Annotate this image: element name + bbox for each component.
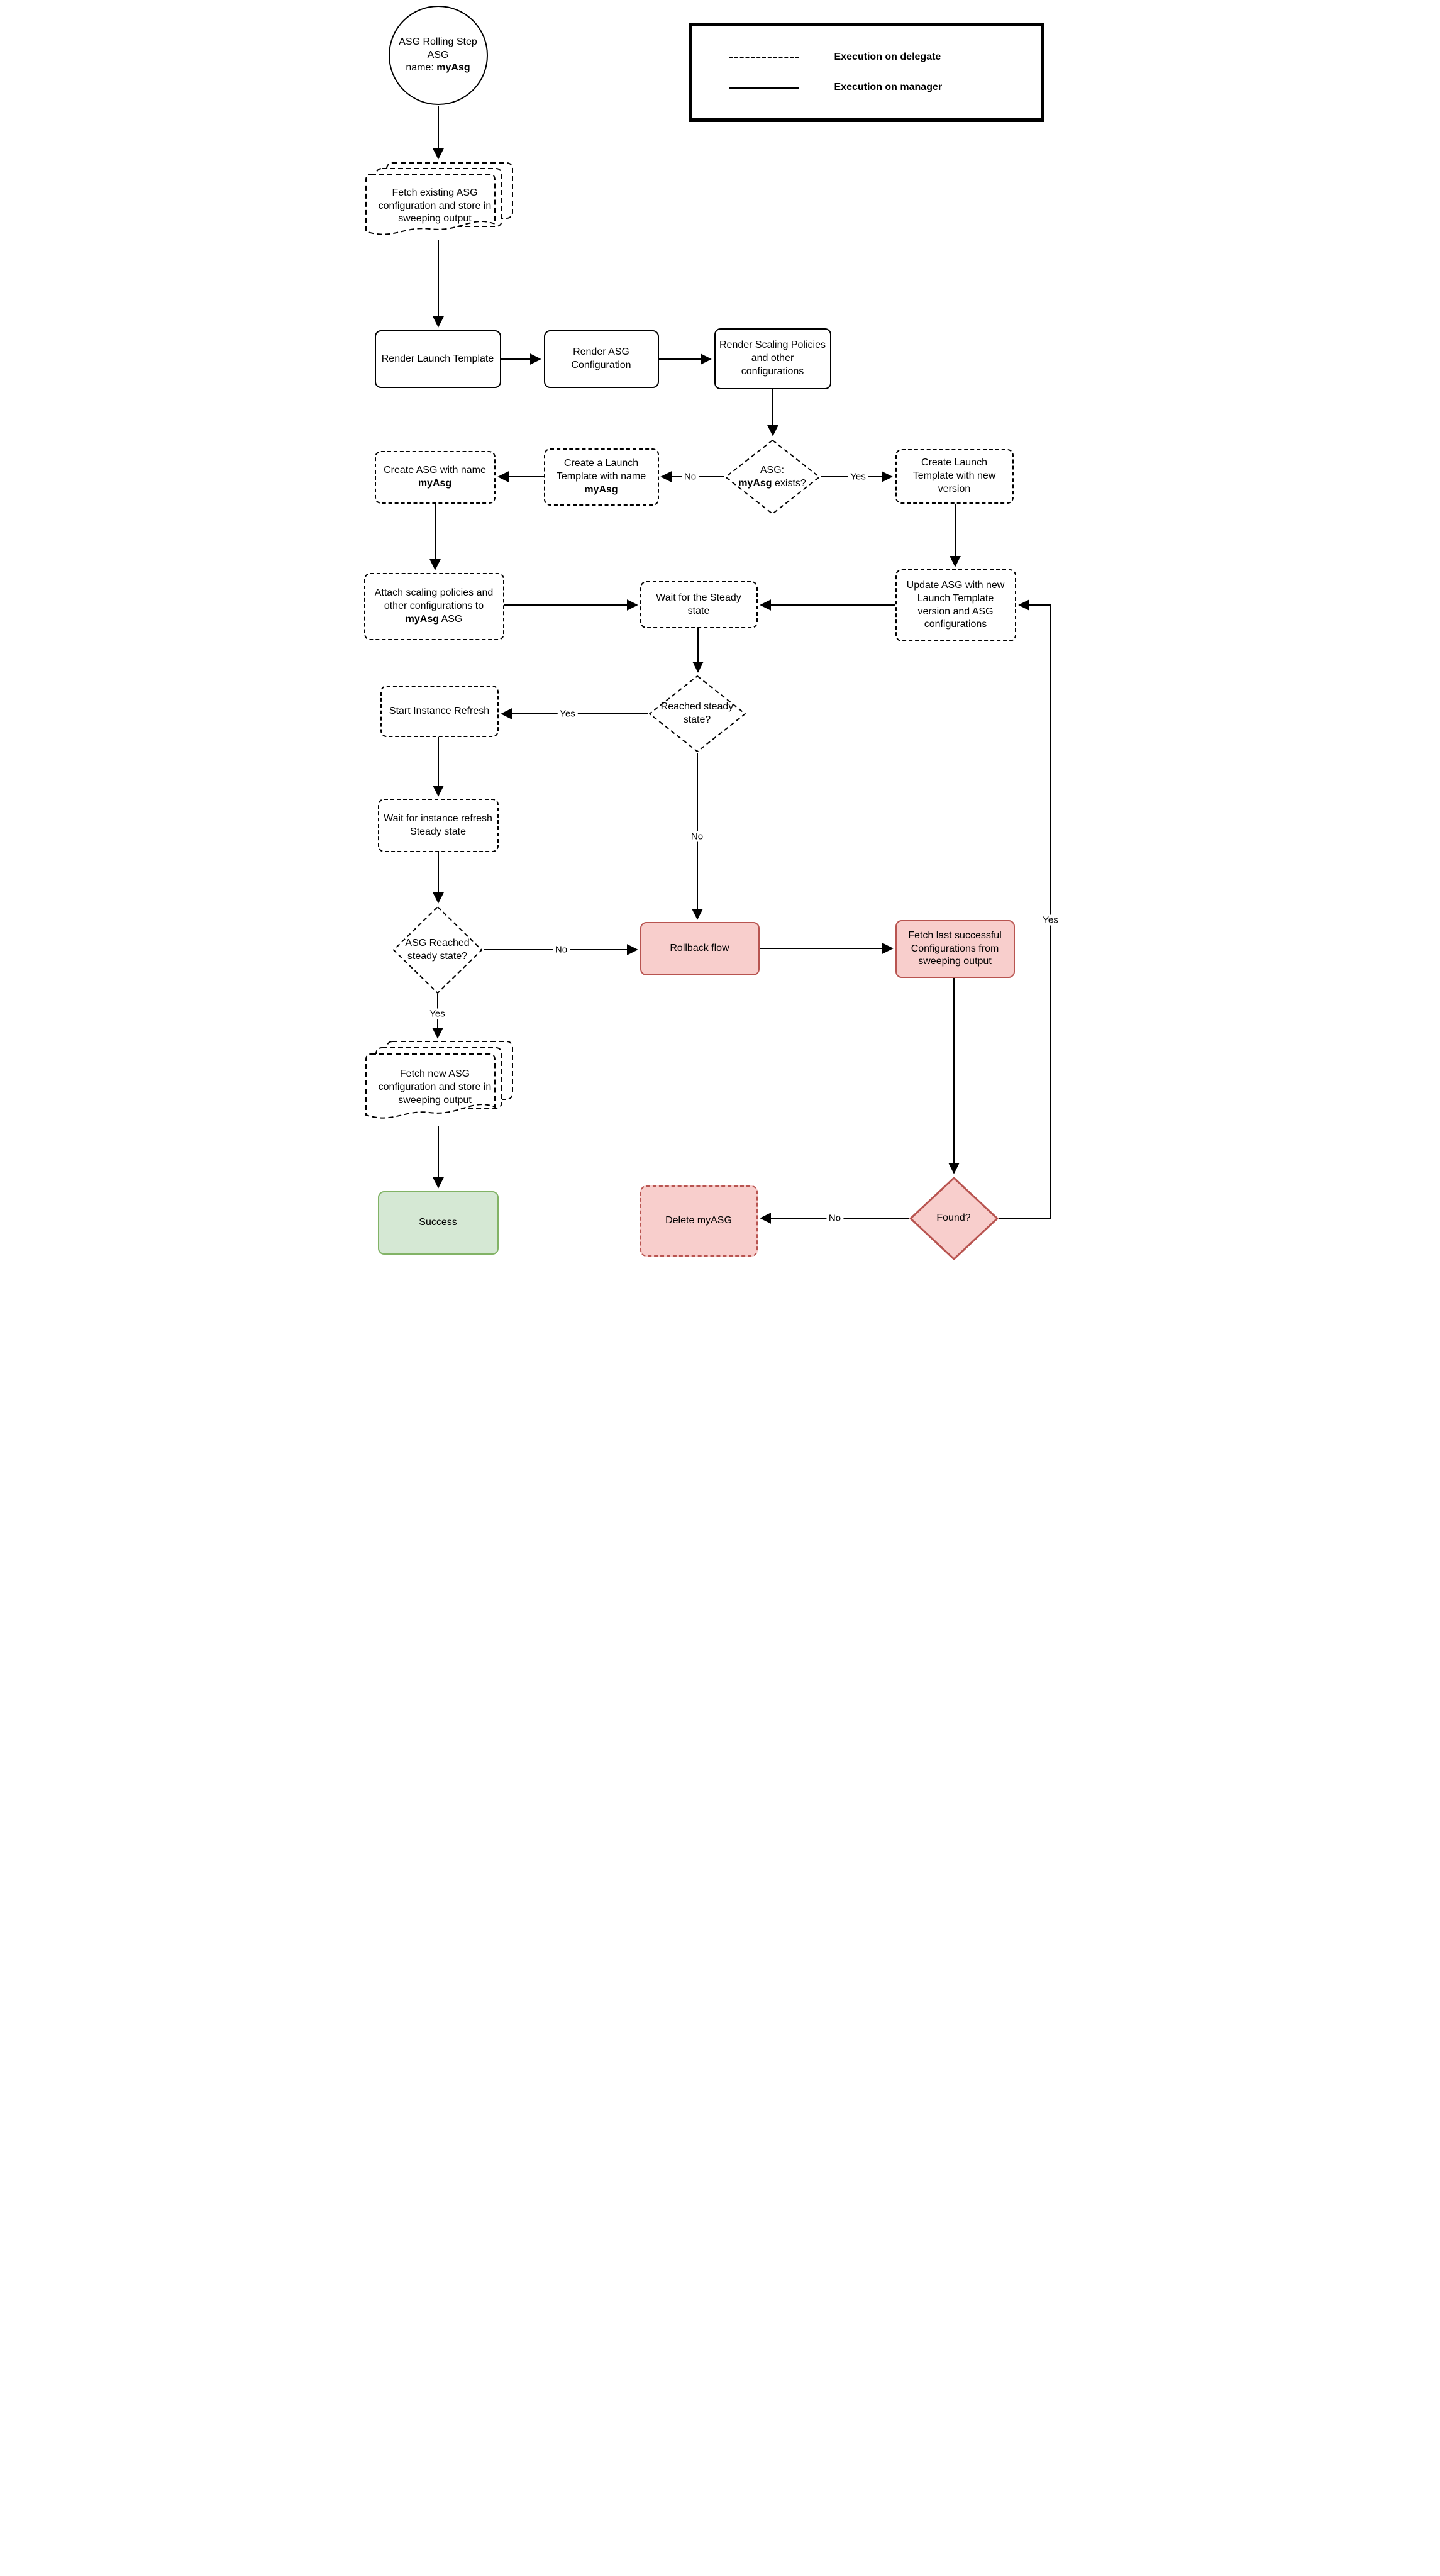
node-start: ASG Rolling Step ASG name: myAsg — [388, 6, 488, 105]
node-fetch-last-successful-label: Fetch last successful Configurations fro… — [908, 930, 1002, 967]
diamond-shape — [724, 440, 820, 514]
create-asg-prefix: Create ASG with name — [384, 465, 486, 476]
node-rollback-flow-label: Rollback flow — [670, 943, 729, 954]
node-success-label: Success — [419, 1217, 457, 1228]
node-render-launch-template-label: Render Launch Template — [381, 353, 494, 364]
node-start-label: ASG Rolling Step ASG name: myAsg — [399, 36, 477, 75]
legend-row-delegate: Execution on delegate — [728, 52, 1041, 63]
node-render-scaling: Render Scaling Policies and other config… — [714, 328, 831, 389]
node-create-asg-label: Create ASG with name myAsg — [380, 464, 490, 491]
edge-label-found-yes: Yes — [1040, 914, 1061, 926]
diamond-shape — [392, 906, 482, 994]
node-wait-instance-refresh-label: Wait for instance refresh Steady state — [384, 813, 492, 837]
node-delete-myasg-label: Delete myASG — [665, 1215, 732, 1226]
legend-delegate-label: Execution on delegate — [834, 52, 941, 62]
node-render-asg-config: Render ASG Configuration — [543, 330, 659, 388]
edge-label-reached-yes: Yes — [557, 708, 578, 719]
document-stack-shape — [365, 162, 513, 235]
node-create-launch-template-myasg: Create a Launch Template with name myAsg — [543, 448, 659, 506]
node-fetch-new-label: Fetch new ASG configuration and store in… — [378, 1069, 492, 1106]
document-stack-shape — [365, 1041, 513, 1119]
flowchart-canvas: ASG Rolling Step ASG name: myAsg Executi… — [360, 0, 1080, 1288]
node-reached-steady-label: Reached steady state? — [660, 701, 734, 725]
dashed-line-sample — [728, 56, 799, 58]
node-start-instance-refresh: Start Instance Refresh — [380, 686, 499, 737]
node-create-launch-template-new: Create Launch Template with new version — [895, 449, 1014, 504]
create-lt-prefix: Create a Launch Template with name — [556, 458, 646, 482]
node-fetch-existing-label: Fetch existing ASG configuration and sto… — [378, 187, 492, 225]
asg-exists-bold: myAsg — [738, 477, 772, 489]
node-create-launch-template-myasg-label: Create a Launch Template with name myAsg — [549, 457, 654, 496]
create-asg-bold: myAsg — [418, 478, 452, 489]
edge-label-found-no: No — [826, 1213, 844, 1224]
node-asg-exists-decision: ASG: myAsg exists? — [724, 439, 821, 515]
node-fetch-new: Fetch new ASG configuration and store in… — [365, 1041, 516, 1126]
solid-line-sample — [728, 86, 799, 89]
node-success: Success — [377, 1191, 499, 1255]
node-asg-exists-label: ASG: myAsg exists? — [724, 439, 821, 515]
node-render-launch-template: Render Launch Template — [374, 330, 501, 388]
node-render-asg-config-label: Render ASG Configuration — [571, 347, 631, 370]
attach-prefix: Attach scaling policies and other config… — [374, 587, 494, 612]
node-asg-reached-steady-decision: ASG Reached steady state? — [392, 906, 483, 994]
node-wait-instance-refresh: Wait for instance refresh Steady state — [377, 799, 499, 852]
start-line3-prefix: name: — [406, 62, 437, 74]
node-render-scaling-label: Render Scaling Policies and other config… — [719, 340, 826, 377]
edge-label-exists-yes: Yes — [848, 471, 868, 482]
start-line3-bold: myAsg — [436, 62, 470, 74]
edge-label-asg-reached-yes: Yes — [427, 1008, 448, 1019]
diamond-shape — [909, 1177, 998, 1260]
edge-label-exists-no: No — [681, 471, 699, 482]
attach-bold: myAsg — [405, 613, 439, 625]
node-fetch-existing: Fetch existing ASG configuration and sto… — [365, 162, 516, 242]
create-lt-bold: myAsg — [584, 484, 618, 495]
node-rollback-flow: Rollback flow — [640, 922, 760, 975]
node-reached-steady-decision: Reached steady state? — [648, 675, 746, 753]
node-wait-steady: Wait for the Steady state — [640, 581, 758, 628]
edge-label-reached-no: No — [688, 831, 706, 842]
asg-exists-suffix: exists? — [772, 477, 806, 489]
node-update-asg: Update ASG with new Launch Template vers… — [895, 569, 1016, 641]
asg-exists-line1: ASG: — [760, 464, 785, 475]
start-line1: ASG Rolling Step — [399, 36, 477, 47]
node-create-launch-template-new-label: Create Launch Template with new version — [912, 457, 996, 494]
node-start-instance-refresh-label: Start Instance Refresh — [389, 705, 490, 716]
node-found-decision: Found? — [909, 1177, 999, 1260]
start-line2: ASG — [427, 49, 449, 60]
node-attach-scaling: Attach scaling policies and other config… — [363, 573, 504, 640]
edge-label-asg-reached-no: No — [552, 944, 570, 955]
diamond-shape — [648, 675, 746, 752]
node-attach-scaling-label: Attach scaling policies and other config… — [369, 587, 499, 626]
node-update-asg-label: Update ASG with new Launch Template vers… — [906, 579, 1005, 630]
node-wait-steady-label: Wait for the Steady state — [656, 592, 741, 616]
edge-found-yes — [998, 599, 1051, 1219]
attach-suffix: ASG — [439, 613, 463, 625]
legend-manager-label: Execution on manager — [834, 82, 943, 92]
node-found-label: Found? — [936, 1213, 971, 1224]
legend: Execution on delegate Execution on manag… — [688, 23, 1044, 122]
node-create-asg: Create ASG with name myAsg — [374, 451, 496, 504]
node-fetch-last-successful: Fetch last successful Configurations fro… — [895, 920, 1015, 978]
node-asg-reached-steady-label: ASG Reached steady state? — [405, 937, 470, 962]
legend-row-manager: Execution on manager — [728, 82, 1041, 93]
node-delete-myasg: Delete myASG — [640, 1185, 758, 1257]
